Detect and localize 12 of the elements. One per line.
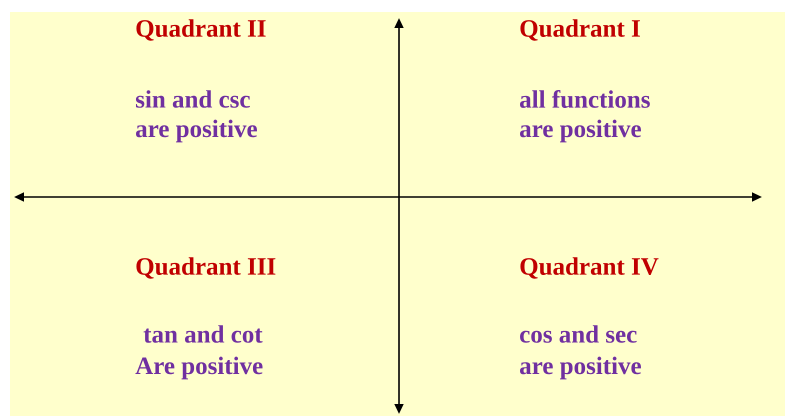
quadrant-heading: Quadrant IV bbox=[520, 257, 659, 279]
quadrant-heading: Quadrant III bbox=[136, 257, 276, 279]
sign-note: are positive bbox=[520, 120, 641, 142]
sign-note: tan and cot bbox=[144, 325, 263, 343]
quadrant-heading: Quadrant II bbox=[136, 19, 266, 41]
sign-note: are positive bbox=[136, 120, 257, 142]
sign-note: Are positive bbox=[135, 356, 263, 380]
quadrant-heading: Quadrant I bbox=[520, 19, 640, 41]
sign-note: all functions bbox=[520, 90, 650, 108]
sign-note: are positive bbox=[520, 356, 641, 380]
sign-note: sin and csc bbox=[136, 90, 250, 108]
sign-note: cos and sec bbox=[520, 325, 637, 343]
